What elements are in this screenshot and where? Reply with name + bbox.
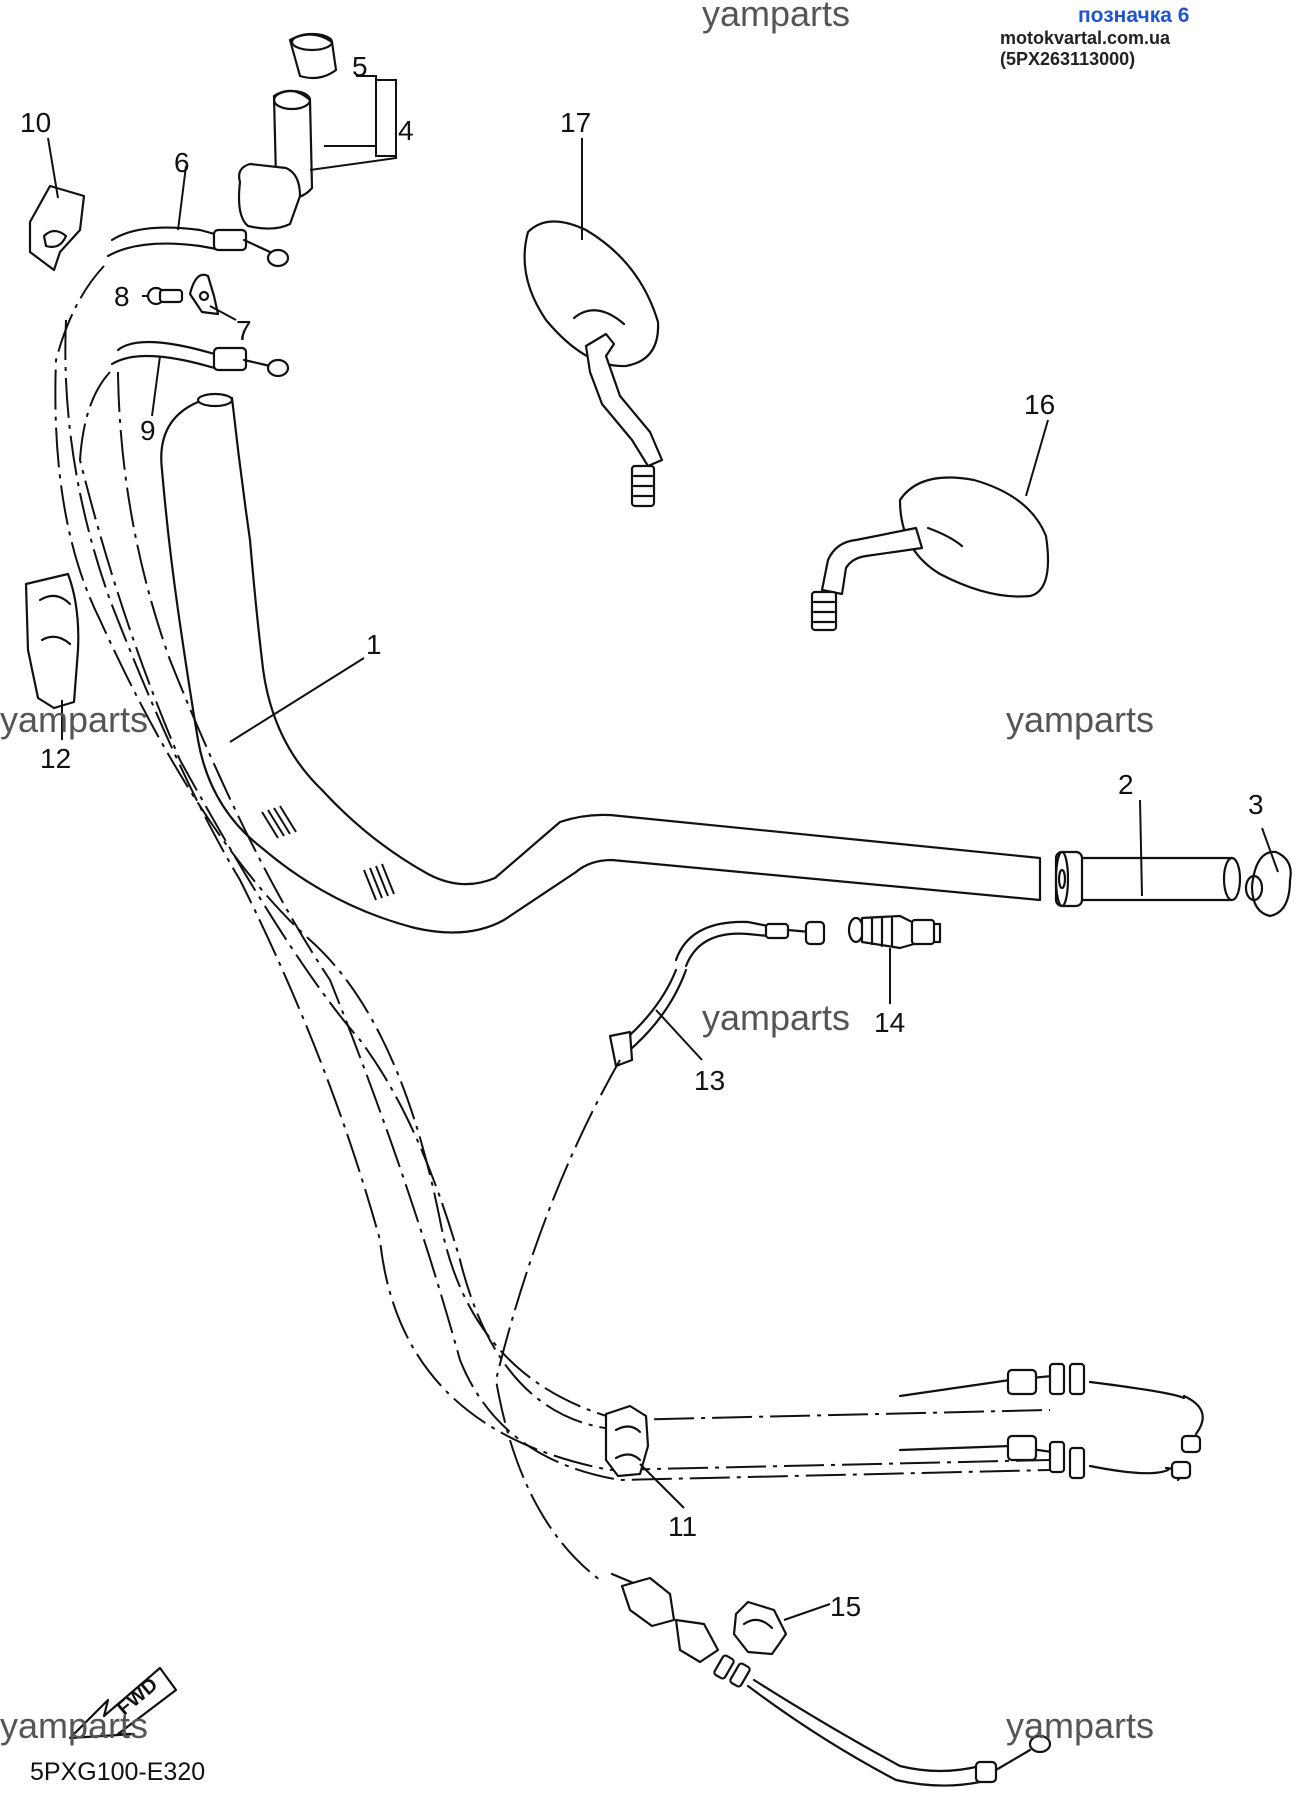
grip-cap[interactable]: [288, 32, 338, 80]
label-12: 12: [40, 743, 71, 774]
watermark-center: yamparts: [702, 997, 850, 1038]
label-14: 14: [874, 1007, 905, 1038]
source-label: motokvartal.com.ua (5PX263113000): [1000, 28, 1171, 69]
watermark-bottom-right: yamparts: [1006, 1705, 1154, 1746]
label-3: 3: [1248, 789, 1264, 820]
bracket-7[interactable]: [188, 273, 220, 316]
clamp-10[interactable]: [28, 184, 86, 272]
label-8: 8: [114, 281, 130, 312]
long-cables: [54, 265, 1051, 1482]
watermark-right: yamparts: [1006, 699, 1154, 740]
label-10: 10: [20, 107, 51, 138]
clamp-12[interactable]: [24, 572, 80, 710]
throttle-grip[interactable]: [237, 89, 314, 230]
label-17: 17: [560, 107, 591, 138]
label-11: 11: [668, 1511, 697, 1542]
choke-cable-13[interactable]: [494, 920, 1052, 1787]
label-5: 5: [352, 51, 368, 82]
label-6: 6: [174, 147, 190, 178]
label-15: 15: [830, 1591, 861, 1622]
label-16: 16: [1024, 389, 1055, 420]
marker-label: позначка 6: [1078, 4, 1190, 27]
throttle-cable-ends[interactable]: [898, 1362, 1204, 1482]
watermark-top: yamparts: [702, 0, 850, 34]
grip-end-cap[interactable]: [1244, 850, 1292, 918]
label-4: 4: [398, 115, 414, 146]
right-grip[interactable]: [1054, 850, 1242, 908]
handlebar[interactable]: [160, 392, 1042, 934]
clamp-11[interactable]: [604, 1404, 650, 1478]
cable-6[interactable]: [106, 226, 290, 268]
leader-lines: [47, 75, 1279, 1621]
label-9: 9: [140, 415, 156, 446]
label-1: 1: [366, 629, 382, 660]
watermark-left: yamparts: [0, 699, 148, 740]
mirror-right[interactable]: [810, 476, 1050, 632]
label-13: 13: [694, 1065, 725, 1096]
label-7: 7: [236, 315, 252, 346]
label-2: 2: [1118, 769, 1134, 800]
clamp-15[interactable]: [732, 1600, 788, 1656]
watermark-bottom-left: yamparts: [0, 1705, 148, 1746]
part-14-plunger[interactable]: [847, 914, 942, 950]
screw-8[interactable]: [146, 286, 184, 306]
mirror-left[interactable]: [523, 220, 664, 508]
diagram-code: 5PXG100-E320: [30, 1758, 206, 1786]
cable-9[interactable]: [110, 340, 290, 378]
